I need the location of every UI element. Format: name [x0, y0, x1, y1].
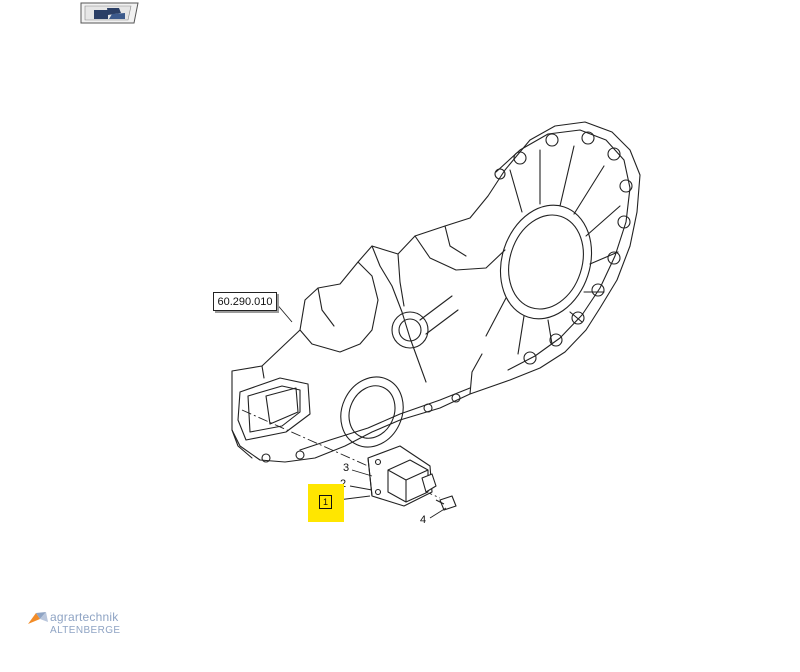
bolt-boss [571, 311, 585, 325]
bolt-boss [617, 215, 631, 229]
watermark-line-1: agrartechnik [50, 610, 119, 624]
group-reference-label[interactable]: 60.290.010 [213, 292, 277, 311]
bolt-boss [619, 179, 633, 193]
dealer-logo-icon [28, 612, 48, 624]
watermark-logo: agrartechnik ALTENBERGE [26, 610, 136, 642]
parts-catalog-icon[interactable] [79, 2, 139, 24]
bolt-boss [494, 168, 506, 180]
highlighted-item-1[interactable]: 1 [308, 484, 344, 522]
callout-1: 1 [319, 495, 332, 509]
bolt-boss [545, 133, 559, 147]
sensor-port-outer [340, 376, 404, 448]
bolt-boss [549, 333, 563, 347]
speed-sensor-assembly [367, 445, 457, 511]
watermark-line-2: ALTENBERGE [50, 625, 121, 636]
ref-leader [274, 301, 293, 323]
callout-3: 3 [343, 462, 350, 474]
main-bore-outer [499, 204, 593, 320]
bolt-boss [513, 151, 527, 165]
callout-4: 4 [420, 514, 427, 526]
bolt-boss [607, 251, 621, 265]
flange-ring [495, 129, 631, 371]
housing-outline [231, 121, 641, 463]
bolt-boss [607, 147, 621, 161]
sensor-port-inner [348, 385, 396, 439]
bolt-boss [581, 131, 595, 145]
screw [439, 495, 457, 511]
left-cover [237, 377, 311, 441]
bearing-bore [391, 311, 429, 349]
bolt-boss [523, 351, 537, 365]
main-bore-inner [508, 214, 584, 310]
bolt-boss [591, 283, 605, 297]
